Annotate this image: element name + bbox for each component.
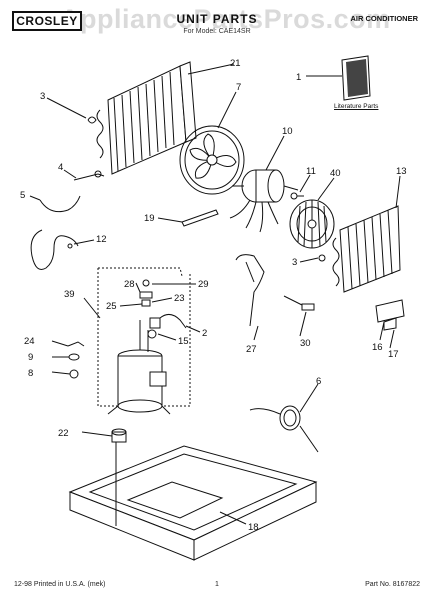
callout-30: 30 bbox=[300, 338, 311, 349]
evaporator-coil bbox=[332, 205, 401, 293]
callout-5: 5 bbox=[20, 190, 25, 201]
leader-lines bbox=[29, 63, 401, 525]
callout-3-upper: 3 bbox=[40, 91, 45, 102]
appliance-type: AIR CONDITIONER bbox=[350, 14, 419, 23]
fan-motor bbox=[229, 169, 299, 233]
clip-3b bbox=[318, 254, 326, 262]
callout-22: 22 bbox=[58, 428, 69, 439]
callout-17: 17 bbox=[388, 349, 399, 360]
callout-labels: 21 1 3 7 10 4 11 40 13 5 19 12 3 29 28 2… bbox=[20, 58, 407, 533]
base-pan bbox=[68, 442, 318, 561]
callout-28: 28 bbox=[124, 279, 135, 290]
callout-25: 25 bbox=[106, 301, 117, 312]
callout-27: 27 bbox=[246, 344, 257, 355]
blower-wheel bbox=[289, 199, 335, 249]
literature-parts-booklet bbox=[341, 55, 371, 101]
gasket-ring bbox=[249, 405, 319, 453]
callout-7: 7 bbox=[236, 82, 241, 93]
compressor bbox=[107, 320, 171, 415]
callout-1: 1 bbox=[296, 72, 301, 83]
footer-page-number: 1 bbox=[215, 581, 219, 588]
callout-6: 6 bbox=[316, 376, 321, 387]
clip-3a bbox=[87, 116, 97, 124]
mounting-foot bbox=[111, 428, 127, 443]
callout-15: 15 bbox=[178, 336, 189, 347]
callout-24: 24 bbox=[24, 336, 35, 347]
bracket-19 bbox=[181, 209, 219, 227]
capillary-tube bbox=[30, 229, 79, 270]
callout-8: 8 bbox=[28, 368, 33, 379]
control-bracket bbox=[375, 299, 405, 331]
callout-10: 10 bbox=[282, 126, 293, 137]
condenser-fan-blade bbox=[179, 125, 245, 195]
thermistor-30 bbox=[283, 295, 315, 311]
overload-parts bbox=[139, 279, 187, 339]
callout-3-lower: 3 bbox=[292, 257, 297, 268]
page-title: UNIT PARTS bbox=[176, 12, 258, 26]
callout-29: 29 bbox=[198, 279, 209, 290]
callout-13: 13 bbox=[396, 166, 407, 177]
callout-9: 9 bbox=[28, 352, 33, 363]
condenser-coil bbox=[96, 61, 197, 175]
tube-5 bbox=[39, 195, 81, 213]
callout-12: 12 bbox=[96, 234, 107, 245]
tube-4 bbox=[73, 170, 105, 181]
callout-18: 18 bbox=[248, 522, 259, 533]
callout-39: 39 bbox=[64, 289, 75, 300]
callout-21: 21 bbox=[230, 58, 241, 69]
callout-19: 19 bbox=[144, 213, 155, 224]
grommet-hardware bbox=[67, 341, 85, 379]
callout-2: 2 bbox=[202, 328, 207, 339]
watermark: AppliancePartsPros.com bbox=[60, 4, 391, 34]
footer-part-number: Part No. 8167822 bbox=[365, 581, 420, 588]
callout-11: 11 bbox=[306, 166, 316, 177]
literature-parts-label: Literature Parts bbox=[334, 103, 379, 110]
model-subtitle: For Model: CAE14SR bbox=[183, 28, 251, 35]
tubing-27 bbox=[235, 254, 265, 327]
callout-40: 40 bbox=[330, 168, 341, 179]
callout-23: 23 bbox=[174, 293, 185, 304]
brand-logo: CROSLEY bbox=[12, 11, 82, 31]
screw-11 bbox=[290, 192, 304, 200]
callout-16: 16 bbox=[372, 342, 383, 353]
footer-print-info: 12-98 Printed in U.S.A. (mek) bbox=[14, 581, 106, 588]
callout-4: 4 bbox=[58, 162, 63, 173]
